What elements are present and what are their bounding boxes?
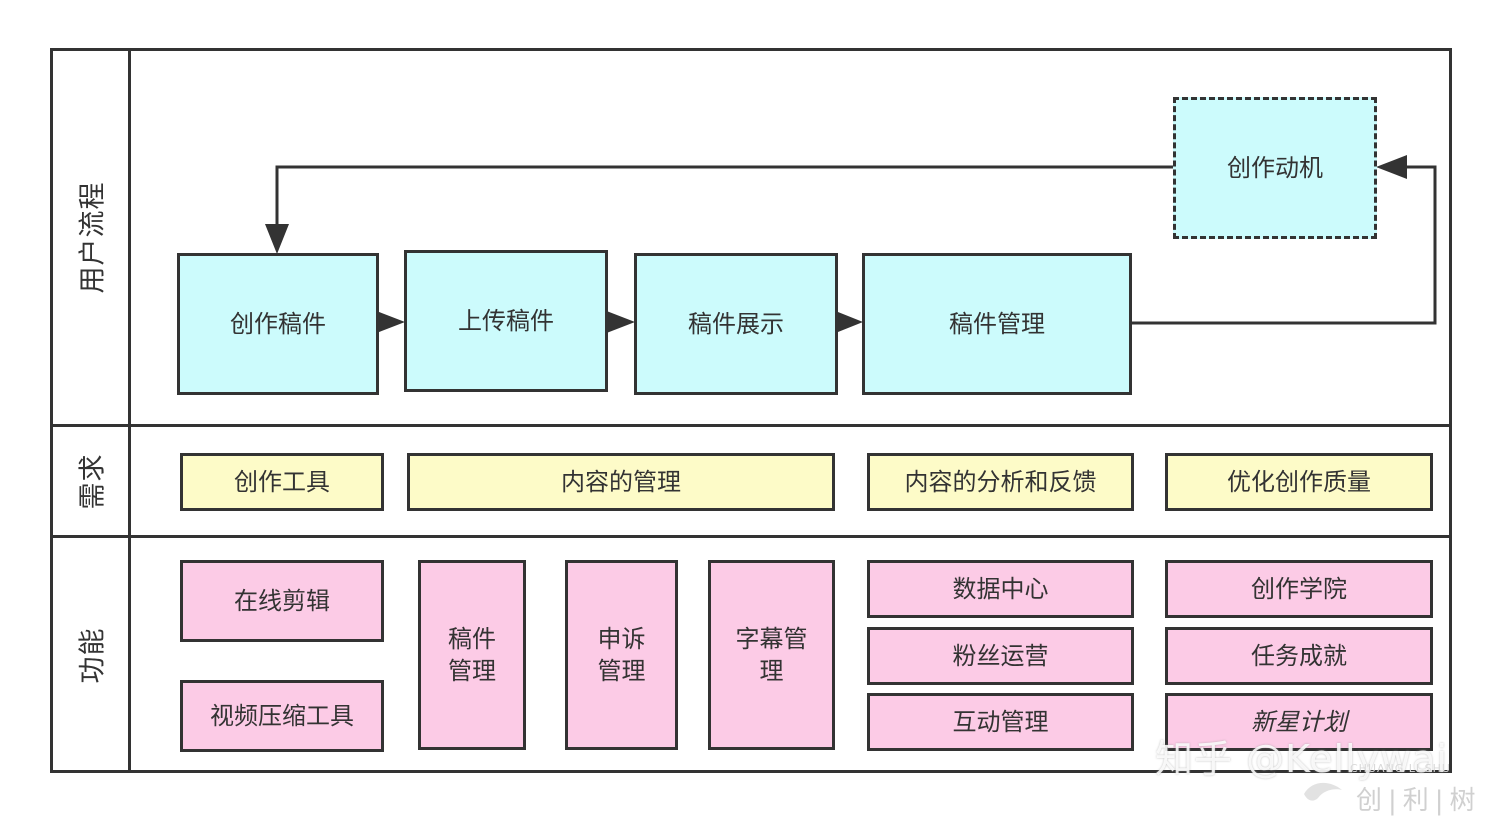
lane-divider-needs-features (50, 535, 1452, 538)
feature-data-center: 数据中心 (867, 560, 1134, 618)
feature-rising-star-program: 新星计划 (1165, 693, 1433, 751)
arrow-motivation-step1 (275, 165, 1174, 236)
diagram-frame (50, 48, 1452, 773)
flow-step-manage-label: 稿件管理 (949, 309, 1045, 338)
need-analysis-feedback: 内容的分析和反馈 (867, 453, 1134, 511)
need-content-management-label: 内容的管理 (561, 467, 681, 496)
feature-manuscript-management-label: 稿件 管理 (448, 624, 496, 685)
feature-fan-operations: 粉丝运营 (867, 627, 1134, 685)
feature-creator-academy: 创作学院 (1165, 560, 1433, 618)
flow-step-display: 稿件展示 (634, 253, 838, 395)
need-quality: 优化创作质量 (1165, 453, 1433, 511)
lane-divider-flow-needs (50, 424, 1452, 427)
flow-step-display-label: 稿件展示 (688, 309, 784, 338)
motivation-box: 创作动机 (1173, 97, 1377, 239)
watermark-text: 知乎 @Kellywai (1155, 737, 1449, 781)
feature-online-editing-label: 在线剪辑 (234, 586, 330, 615)
flow-step-manage: 稿件管理 (862, 253, 1132, 395)
flow-step-create-label: 创作稿件 (230, 309, 326, 338)
motivation-label: 创作动机 (1227, 153, 1323, 182)
lane-label-divider (128, 48, 131, 773)
arrow-step4-motivation (1131, 165, 1437, 325)
feature-task-achievements-label: 任务成就 (1251, 641, 1347, 670)
feature-manuscript-management: 稿件 管理 (418, 560, 526, 750)
flow-step-upload-label: 上传稿件 (458, 306, 554, 335)
need-analysis-feedback-label: 内容的分析和反馈 (904, 467, 1097, 496)
feature-subtitle-management: 字幕管 理 (708, 560, 835, 750)
need-quality-label: 优化创作质量 (1227, 467, 1371, 496)
feature-interaction-management: 互动管理 (867, 693, 1134, 751)
feature-appeal-management-label: 申诉 管理 (597, 624, 646, 685)
feature-creator-academy-label: 创作学院 (1251, 574, 1347, 603)
flow-step-create: 创作稿件 (177, 253, 379, 395)
watermark-brand-cn: 创|利|树 (1356, 786, 1482, 816)
feature-video-compression-label: 视频压缩工具 (210, 701, 354, 730)
feature-interaction-management-label: 互动管理 (952, 707, 1049, 736)
need-creation-tools-label: 创作工具 (234, 467, 330, 496)
feature-data-center-label: 数据中心 (952, 574, 1049, 603)
feature-fan-operations-label: 粉丝运营 (952, 641, 1049, 670)
feature-video-compression: 视频压缩工具 (180, 680, 384, 752)
watermark-brand-en: CHUANG LI SHU (1350, 762, 1451, 775)
feature-rising-star-program-label: 新星计划 (1251, 707, 1347, 736)
need-creation-tools: 创作工具 (180, 453, 384, 511)
watermark-logo-icon (1304, 782, 1342, 801)
feature-online-editing: 在线剪辑 (180, 560, 384, 642)
need-content-management: 内容的管理 (407, 453, 835, 511)
feature-appeal-management: 申诉 管理 (565, 560, 678, 750)
feature-task-achievements: 任务成就 (1165, 627, 1433, 685)
feature-subtitle-management-label: 字幕管 理 (735, 624, 808, 685)
flow-step-upload: 上传稿件 (404, 250, 608, 392)
